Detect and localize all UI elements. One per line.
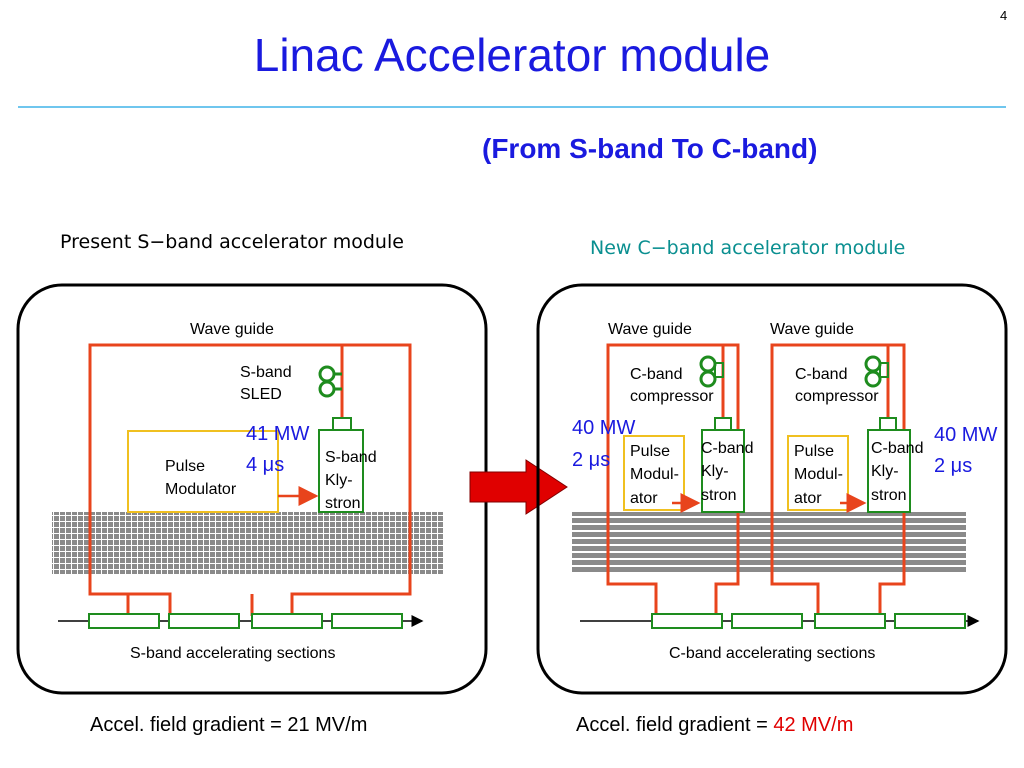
right-module-frame <box>536 283 1008 695</box>
right-pulse-width-label-b: 2 μs <box>934 455 972 477</box>
left-gradient-value: 21 MV/m <box>287 714 368 736</box>
left-waveguide-label: Wave guide <box>190 321 274 338</box>
page-number: 4 <box>1000 8 1008 23</box>
right-modulator-a-label-line2: Modul- <box>630 466 679 483</box>
right-compressor-b-label-line1: C-band <box>795 366 847 383</box>
left-section-3 <box>251 613 323 629</box>
left-klystron-cap <box>332 417 352 431</box>
right-waveguide-label-b: Wave guide <box>770 321 854 338</box>
right-klystron-b-label-line3: stron <box>871 487 907 504</box>
slide-title: Linac Accelerator module <box>253 29 771 81</box>
left-section-2 <box>168 613 240 629</box>
right-modulator-b-label-line3: ator <box>794 490 822 507</box>
right-sections-label: C-band accelerating sections <box>669 645 875 662</box>
right-modulator-b-label-line1: Pulse <box>794 443 834 460</box>
right-klystron-a-label-line2: Kly- <box>701 463 729 480</box>
left-shielding-grid <box>52 512 444 574</box>
right-gradient-value: 42 MV/m <box>773 714 854 736</box>
right-klystron-b-label-line1: C-band <box>871 440 923 457</box>
left-modulator-label-line2: Modulator <box>165 481 237 498</box>
right-gradient-label: Accel. field gradient = <box>576 714 774 736</box>
right-modulator-a-label-line1: Pulse <box>630 443 670 460</box>
right-section-4 <box>894 613 966 629</box>
slide-subtitle: (From S-band To C-band) <box>482 133 818 164</box>
right-klystron-b <box>867 429 911 513</box>
title-divider <box>18 106 1006 108</box>
left-pulse-modulator <box>127 430 279 513</box>
right-gradient-text: Accel. field gradient = 42 MV/m <box>576 714 853 737</box>
right-section-1 <box>651 613 723 629</box>
left-power-label: 41 MW <box>246 423 309 445</box>
left-pulse-width-label: 4 μs <box>246 454 284 476</box>
right-compressor-a-label-line1: C-band <box>630 366 682 383</box>
right-klystron-a-label-line1: C-band <box>701 440 753 457</box>
transition-arrow <box>469 459 568 515</box>
left-gradient-label: Accel. field gradient = <box>90 714 288 736</box>
right-waveguide-label-a: Wave guide <box>608 321 692 338</box>
right-section-2 <box>731 613 803 629</box>
right-compressor-a-label-line2: compressor <box>630 388 714 405</box>
left-module: Wave guide S-band SLED S-band Kly- stron… <box>16 283 488 695</box>
right-waveguide-a <box>606 343 740 616</box>
left-klystron-label-line3: stron <box>325 495 361 512</box>
left-klystron-label-line2: Kly- <box>325 472 353 489</box>
right-klystron-a-label-line3: stron <box>701 487 737 504</box>
right-modulator-a-label-line3: ator <box>630 490 658 507</box>
right-klystron-b-label-line2: Kly- <box>871 463 899 480</box>
left-sled-icon <box>318 365 342 398</box>
left-klystron <box>318 429 364 513</box>
right-modulator-b-label-line2: Modul- <box>794 466 843 483</box>
right-waveguide-b <box>770 343 906 616</box>
right-module-heading: New C−band accelerator module <box>590 237 906 259</box>
right-power-label-a: 40 MW <box>572 417 635 439</box>
left-section-1 <box>88 613 160 629</box>
right-klystron-a-cap <box>714 417 732 431</box>
right-section-3 <box>814 613 886 629</box>
left-klystron-label-line1: S-band <box>325 449 377 466</box>
left-module-heading: Present S−band accelerator module <box>60 231 404 253</box>
left-sled-label-line1: S-band <box>240 364 292 381</box>
right-power-label-b: 40 MW <box>934 424 997 446</box>
right-compressor-b-icon <box>864 355 889 388</box>
left-section-4 <box>331 613 403 629</box>
left-sections-label: S-band accelerating sections <box>130 645 335 662</box>
right-pulse-modulator-b <box>787 435 849 511</box>
right-pulse-modulator-a <box>623 435 685 511</box>
left-sled-label-line2: SLED <box>240 386 282 403</box>
right-shielding-grid <box>572 512 966 574</box>
right-pulse-width-label-a: 2 μs <box>572 449 610 471</box>
right-klystron-b-cap <box>879 417 897 431</box>
left-modulator-label-line1: Pulse <box>165 458 205 475</box>
right-compressor-a-icon <box>699 355 724 388</box>
right-klystron-a <box>701 429 745 513</box>
right-compressor-b-label-line2: compressor <box>795 388 879 405</box>
right-module: Wave guide Wave guide C-band compressor … <box>536 283 1008 695</box>
left-gradient-text: Accel. field gradient = 21 MV/m <box>90 714 367 737</box>
left-waveguide <box>88 343 412 616</box>
